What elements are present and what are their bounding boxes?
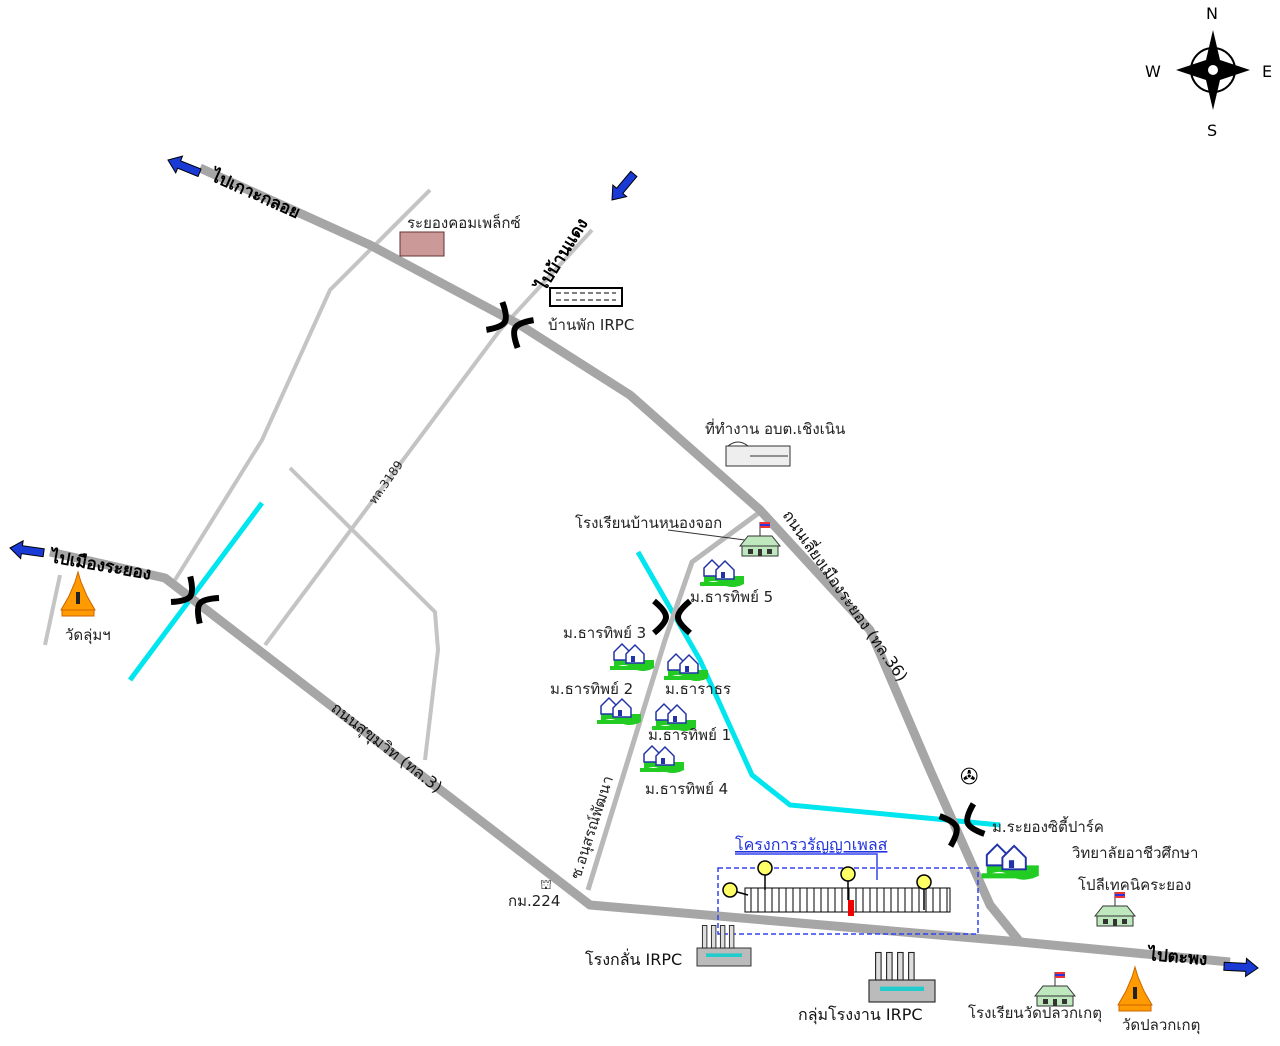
temple-icon <box>60 571 96 617</box>
wat-lum: วัดลุ่มฯ <box>60 571 111 645</box>
direction-ban-daeng: ไปบ้านแดง <box>530 214 592 296</box>
irpc-housing: บ้านพัก IRPC <box>548 287 634 334</box>
irpc-refinery: โรงกลั่น IRPC <box>585 925 752 969</box>
school-wat-pluak-label: โรงเรียนวัดปลวกเกตุ <box>968 1004 1102 1023</box>
tharathip5-label: ม.ธารทิพย์ 5 <box>690 588 773 606</box>
tharathorn-label: ม.ธาราธร <box>665 680 731 698</box>
road-anusarn-label: ซ.อนุสรณ์พัฒนา <box>567 773 618 881</box>
house-icon <box>699 559 745 588</box>
wat-lum-label: วัดลุ่มฯ <box>65 626 111 645</box>
arrow-mueang-rayong-icon <box>8 538 46 563</box>
road-3189-label: ทล.3189 <box>366 458 406 507</box>
school-nong-chok: โรงเรียนบ้านหนองจอก <box>575 514 781 557</box>
km-marker-label: กม.224 <box>508 892 560 910</box>
refinery-label: โรงกลั่น IRPC <box>585 948 682 969</box>
direction-mueang-rayong: ไปเมืองระยอง <box>47 546 153 585</box>
wat-pluak: วัดปลวกเกตุ <box>1117 966 1200 1035</box>
house-icon <box>639 745 685 774</box>
mercedes-logo-icon: ✇ <box>960 765 978 790</box>
compass-s: S <box>1207 121 1217 140</box>
school-icon <box>1034 971 1076 1007</box>
tharathip1-label: ม.ธารทิพย์ 1 <box>648 726 731 744</box>
school-icon <box>1094 891 1136 927</box>
obt-office: ที่ทำงาน อบต.เชิงเนิน <box>705 418 845 467</box>
irpc-housing-label: บ้านพัก IRPC <box>548 316 634 334</box>
compass-e: E <box>1262 62 1272 81</box>
canals <box>127 501 1001 828</box>
anusarn-road <box>585 509 762 891</box>
irpc-plant-group: กลุ่มโรงงาน IRPC <box>798 951 936 1025</box>
school-wat-pluak: โรงเรียนวัดปลวกเกตุ <box>968 971 1102 1023</box>
temple-icon <box>1117 966 1153 1012</box>
arrow-ban-daeng-icon <box>604 167 642 207</box>
arrow-ko-kloi-icon <box>164 151 204 182</box>
college-label-line1: วิทยาลัยอาชีวศึกษา <box>1071 844 1198 862</box>
varanya-place-project: โครงการวรัญญาเพลส <box>717 835 979 935</box>
factory-icon <box>868 951 936 1003</box>
tharathip2-label: ม.ธารทิพย์ 2 <box>550 680 633 698</box>
compass-w: W <box>1145 62 1161 81</box>
compass-rose: N S E W <box>1145 4 1272 140</box>
rayong-complex: ระยองคอมเพล็กซ์ <box>399 213 521 257</box>
direction-ko-kloi: ไปเกาะกลอย <box>206 165 303 224</box>
house-icon <box>596 697 642 726</box>
project-label: โครงการวรัญญาเพลส <box>735 835 888 854</box>
tharathip4-label: ม.ธารทิพย์ 4 <box>645 780 728 798</box>
direction-ta-phong: ไปตะพง <box>1146 944 1209 970</box>
compass-n: N <box>1206 4 1218 23</box>
rayong-complex-label: ระยองคอมเพล็กซ์ <box>407 213 521 232</box>
factory-icon <box>696 925 752 967</box>
city-park: ✇ ม.ระยองซิตี้ปาร์ค <box>960 765 1104 881</box>
plant-group-label: กลุ่มโรงงาน IRPC <box>798 1005 923 1025</box>
minor-roads <box>43 188 594 761</box>
house-icon <box>609 643 655 672</box>
house-icon <box>980 843 1040 881</box>
wat-pluak-label: วัดปลวกเกตุ <box>1122 1016 1200 1035</box>
tharathip3-label: ม.ธารทิพย์ 3 <box>563 624 646 642</box>
school-nong-chok-label: โรงเรียนบ้านหนองจอก <box>575 514 722 532</box>
city-park-label: ม.ระยองซิตี้ปาร์ค <box>992 816 1104 836</box>
polytechnic-college: วิทยาลัยอาชีวศึกษา โปลีเทคนิคระยอง <box>1071 844 1198 927</box>
college-label-line2: โปลีเทคนิคระยอง <box>1078 876 1191 894</box>
obt-office-label: ที่ทำงาน อบต.เชิงเนิน <box>705 418 845 438</box>
km-marker-icon: ⛫ <box>540 878 552 893</box>
road-bypass-label: ถนนเลี่ยงเมืองระยอง (ทล.36) <box>779 505 914 685</box>
main-roads <box>49 163 1231 967</box>
